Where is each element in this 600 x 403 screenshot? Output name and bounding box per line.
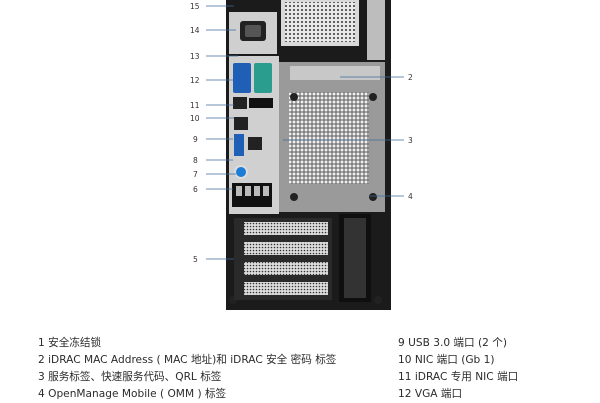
idrac-label [249,98,273,108]
callout-4: 4 [408,192,413,201]
server-rear-diagram: 15 14 13 12 11 10 9 8 7 6 5 2 3 4 [190,0,413,310]
callout-6: 6 [193,185,198,194]
screw-icon [374,296,382,304]
system-id-button [234,165,248,179]
callout-12: 12 [190,76,200,85]
callout-11: 11 [190,101,200,110]
callout-3: 3 [408,136,413,145]
screw-icon [290,93,298,101]
legend-item: 3 服务标签、快速服务代码、QRL 标签 [38,371,222,383]
label-strip [290,66,380,80]
expansion-slots [234,218,332,300]
callout-8: 8 [193,156,198,165]
screw-icon [369,93,377,101]
callout-9: 9 [193,135,198,144]
legend-item: 12 VGA 端口 [398,388,463,400]
callout-2: 2 [408,73,413,82]
top-vent-holes [285,2,355,42]
callout-7: 7 [193,170,198,179]
vga-port [233,63,251,93]
screw-icon [369,193,377,201]
idrac-nic-port [233,97,247,109]
screw-icon [290,193,298,201]
callout-lines [206,5,404,260]
usb2-ports [236,186,269,196]
callout-14: 14 [190,26,200,35]
nic-port-2 [248,137,262,150]
callout-13: 13 [190,52,200,61]
usb3-port [234,134,244,156]
callout-10: 10 [190,114,200,123]
nic-port-1 [234,117,248,130]
legend-item: 11 iDRAC 专用 NIC 端口 [398,371,519,383]
main-vent [289,92,369,184]
legend-left: 1 安全冻结锁 2 iDRAC MAC Address ( MAC 地址)和 i… [38,335,388,403]
power-inlet-socket [245,25,261,37]
legend-item: 9 USB 3.0 端口 (2 个) [398,337,507,349]
legend-item: 1 安全冻结锁 [38,337,102,349]
legend-item: 10 NIC 端口 (Gb 1) [398,354,495,366]
right-rail [367,0,385,60]
callout-5: 5 [193,255,198,264]
callout-15: 15 [190,2,200,11]
serial-port [254,63,272,93]
legend-item: 2 iDRAC MAC Address ( MAC 地址)和 iDRAC 安全 … [38,354,337,366]
psu-slot-inner [344,218,366,298]
legend-right: 9 USB 3.0 端口 (2 个) 10 NIC 端口 (Gb 1) 11 i… [398,335,598,403]
legend-item: 4 OpenManage Mobile ( OMM ) 标签 [38,388,227,400]
